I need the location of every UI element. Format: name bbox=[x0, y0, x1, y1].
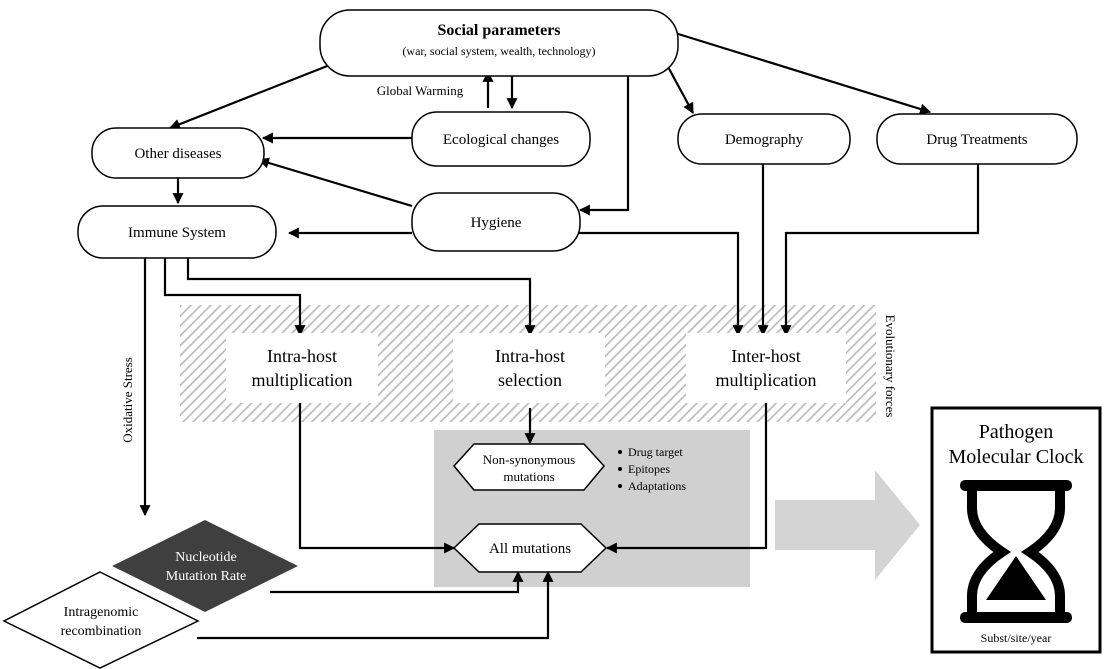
hourglass-icon bbox=[960, 480, 1072, 623]
nonsyn-bullet-adaptations: Adaptations bbox=[628, 479, 686, 493]
hygiene-label: Hygiene bbox=[471, 215, 522, 231]
molecular-clock-panel bbox=[930, 406, 1102, 654]
non-synonymous-line1: Non-synonymous bbox=[483, 452, 575, 467]
clock-title-line1: Pathogen bbox=[979, 421, 1053, 443]
intragenomic-line2: recombination bbox=[61, 624, 142, 639]
intra-host-selection-line1: Intra-host bbox=[495, 346, 565, 366]
hygiene-node bbox=[411, 192, 581, 252]
nucleotide-rate-line1: Nucleotide bbox=[175, 550, 236, 565]
drug-treatments-node bbox=[876, 113, 1078, 165]
intra-host-multiplication-line1: Intra-host bbox=[267, 346, 337, 366]
demography-node bbox=[677, 113, 851, 165]
big-arrow bbox=[775, 470, 920, 580]
immune-system-node bbox=[77, 205, 277, 259]
intragenomic-line1: Intragenomic bbox=[64, 605, 139, 620]
ecological-changes-label: Ecological changes bbox=[443, 132, 559, 148]
social-parameters-subtitle: (war, social system, wealth, technology) bbox=[402, 44, 595, 58]
social-parameters-title: Social parameters bbox=[437, 22, 560, 39]
inter-host-multiplication-node bbox=[686, 333, 846, 403]
nonsyn-bullet-drug-target: Drug target bbox=[628, 445, 683, 459]
clock-unit-label: Subst/site/year bbox=[981, 631, 1052, 645]
all-mutations-node bbox=[452, 523, 608, 573]
intra-host-selection-node bbox=[453, 333, 605, 403]
immune-system-label: Immune System bbox=[128, 225, 226, 241]
intragenomic-recombination-node bbox=[2, 571, 200, 669]
edges bbox=[139, 31, 980, 640]
global-warming-label: Global Warming bbox=[377, 83, 464, 98]
inter-host-multiplication-line1: Inter-host bbox=[731, 346, 801, 366]
nucleotide-mutation-rate-node bbox=[112, 520, 298, 612]
inter-host-multiplication-line2: multiplication bbox=[716, 370, 817, 390]
nucleotide-rate-line2: Mutation Rate bbox=[166, 569, 247, 584]
bullet-icon bbox=[618, 467, 622, 471]
bullet-icon bbox=[618, 484, 622, 488]
all-mutations-label: All mutations bbox=[489, 541, 571, 557]
drug-treatments-label: Drug Treatments bbox=[926, 132, 1027, 148]
intra-host-selection-line2: selection bbox=[498, 370, 562, 390]
nonsyn-bullet-epitopes: Epitopes bbox=[628, 462, 670, 476]
intra-host-multiplication-node bbox=[226, 333, 378, 403]
oxidative-stress-label: Oxidative Stress bbox=[120, 357, 135, 443]
evolutionary-forces-label: Evolutionary forces bbox=[883, 315, 898, 418]
social-parameters-node bbox=[319, 9, 679, 77]
clock-title-line2: Molecular Clock bbox=[949, 446, 1084, 468]
ecological-changes-node bbox=[411, 111, 591, 167]
other-diseases-node bbox=[91, 127, 265, 179]
intra-host-multiplication-line2: multiplication bbox=[252, 370, 353, 390]
non-synonymous-mutations-node bbox=[453, 443, 605, 491]
bullet-icon bbox=[618, 450, 622, 454]
non-synonymous-line2: mutations bbox=[503, 469, 554, 484]
other-diseases-label: Other diseases bbox=[134, 146, 221, 162]
demography-label: Demography bbox=[725, 132, 804, 148]
